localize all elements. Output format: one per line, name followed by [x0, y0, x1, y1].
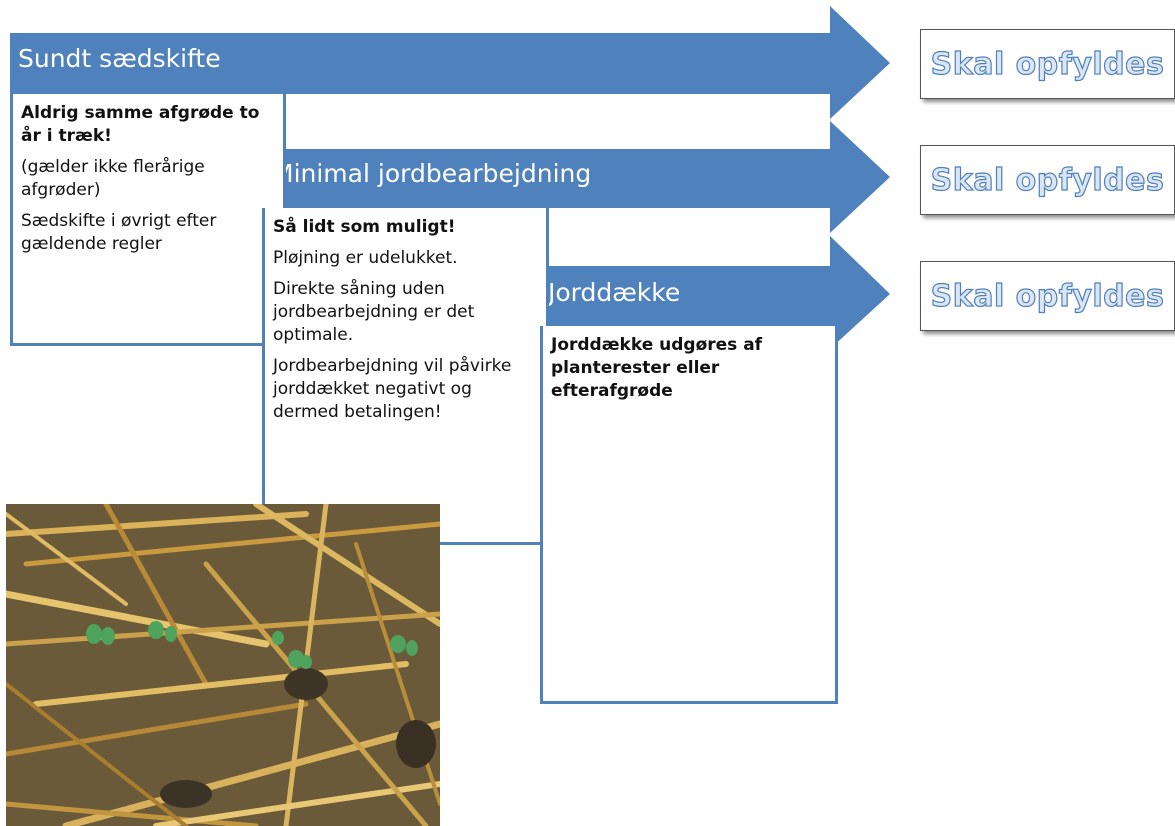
box1-heading: Aldrig samme afgrøde to år i træk!: [21, 103, 260, 146]
box1-line2: Sædskifte i øvrigt efter gældende regler: [21, 211, 217, 254]
text-box-jorddaekke: Jorddække udgøres af planterester eller …: [540, 326, 838, 704]
result-box-1: Skal opfyldes: [920, 29, 1175, 99]
box3-heading: Jorddække udgøres af planterester eller …: [551, 335, 763, 401]
arrow-title-minimal-jordbearbejdning: Minimal jordbearbejdning: [272, 159, 592, 188]
straw-residue-photo: [6, 504, 440, 826]
result-box-3: Skal opfyldes: [920, 261, 1175, 331]
box2-line2: Direkte såning uden jordbearbejdning er …: [273, 279, 475, 345]
box1-line1: (gælder ikke flerårige afgrøder): [21, 157, 205, 200]
arrow-title-sundt-saedskifte: Sundt sædskifte: [18, 44, 221, 73]
box2-heading: Så lidt som muligt!: [273, 217, 456, 237]
arrow-sundt-saedskifte: [10, 6, 890, 119]
arrow-minimal-jordbearbejdning: [262, 121, 890, 233]
result-box-2: Skal opfyldes: [920, 145, 1175, 215]
text-box-sundt-saedskifte: Aldrig samme afgrøde to år i træk! (gæld…: [10, 94, 286, 346]
box2-line3: Jordbearbejdning vil påvirke jorddækket …: [273, 356, 512, 422]
arrow-title-jorddaekke: Jorddække: [548, 278, 681, 307]
text-box-minimal-jordbearbejdning: Så lidt som muligt! Pløjning er udelukke…: [262, 208, 549, 545]
arrow-jorddaekke: [540, 236, 890, 349]
box2-line1: Pløjning er udelukket.: [273, 248, 458, 268]
